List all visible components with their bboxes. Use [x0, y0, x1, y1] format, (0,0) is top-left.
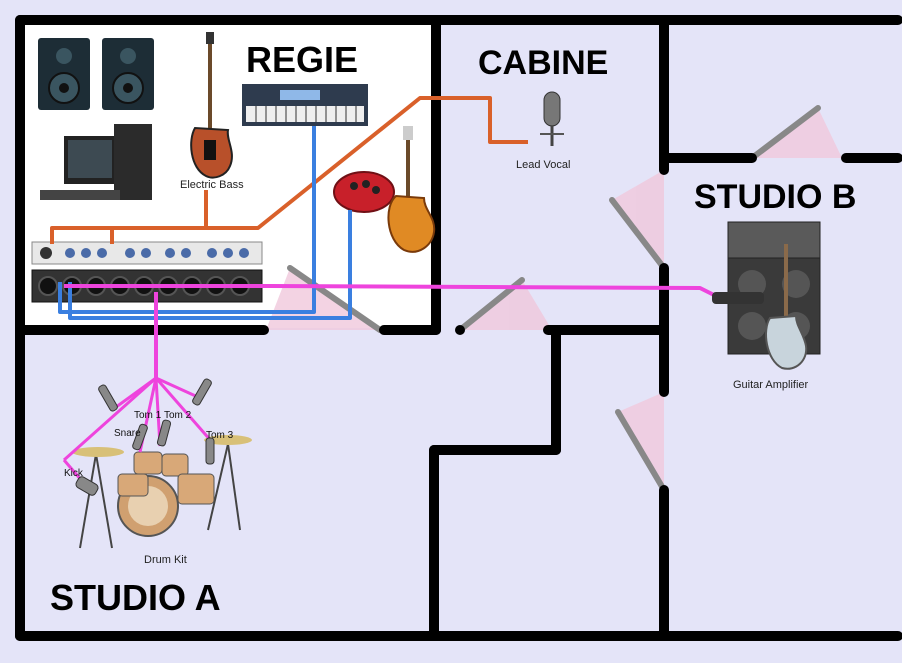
- cable-vocal: [110, 96, 528, 244]
- mic-label-tom2: Tom 2: [164, 410, 192, 421]
- door-swing-cabine: [460, 280, 552, 330]
- door-cabine-studio-b: [609, 197, 667, 271]
- guitar-amplifier-icon: [712, 221, 821, 370]
- overhead-mic-left-icon: [98, 384, 118, 412]
- kick-mic-icon: [75, 476, 99, 496]
- door-studio-b-top: [749, 105, 821, 161]
- electric-bass-icon: [190, 32, 233, 179]
- room-label-studio-a: STUDIO A: [50, 577, 221, 618]
- door-swing-studio-b-top: [752, 108, 842, 158]
- floor-tom-mic-icon: [205, 437, 215, 465]
- mic-label-snare: Snare: [114, 428, 141, 439]
- mic-label-tom1: Tom 1: [134, 410, 162, 421]
- tom-mic-icon: [156, 419, 172, 447]
- studio-monitor-left-icon: [38, 38, 90, 110]
- computer-icon: [40, 124, 152, 200]
- device-label-electric-bass: Electric Bass: [180, 179, 244, 191]
- walls: [15, 15, 902, 641]
- doors: [287, 105, 821, 493]
- device-label-guitar-amplifier: Guitar Amplifier: [733, 379, 809, 391]
- effects-pedal-icon: [333, 171, 395, 213]
- cable-keyboard: [58, 126, 316, 314]
- mic-label-tom3: Tom 3: [206, 430, 234, 441]
- drum-kit-icon: [72, 435, 252, 549]
- cable-pedal: [68, 210, 352, 320]
- device-label-lead-vocal: Lead Vocal: [516, 159, 570, 171]
- room-label-studio-b: STUDIO B: [694, 178, 856, 216]
- audio-interface-icon: [31, 241, 263, 265]
- studio-monitor-right-icon: [102, 38, 154, 110]
- room-label-cabine: CABINE: [478, 44, 608, 82]
- door-hall-studio-b: [615, 409, 667, 493]
- drum-mics: [75, 378, 215, 496]
- room-label-regie: REGIE: [246, 39, 358, 80]
- condenser-mic-icon: [540, 91, 564, 146]
- device-label-drum-kit: Drum Kit: [144, 554, 187, 566]
- electric-guitar-icon: [387, 126, 436, 253]
- door-swing-cabine-studio-b: [612, 170, 664, 268]
- snare-mic-icon: [132, 423, 148, 451]
- overhead-mic-right-icon: [192, 378, 212, 406]
- keyboard-synth-icon: [242, 84, 368, 126]
- mic-label-kick: Kick: [64, 468, 84, 479]
- door-regie-studio-a: [287, 265, 383, 333]
